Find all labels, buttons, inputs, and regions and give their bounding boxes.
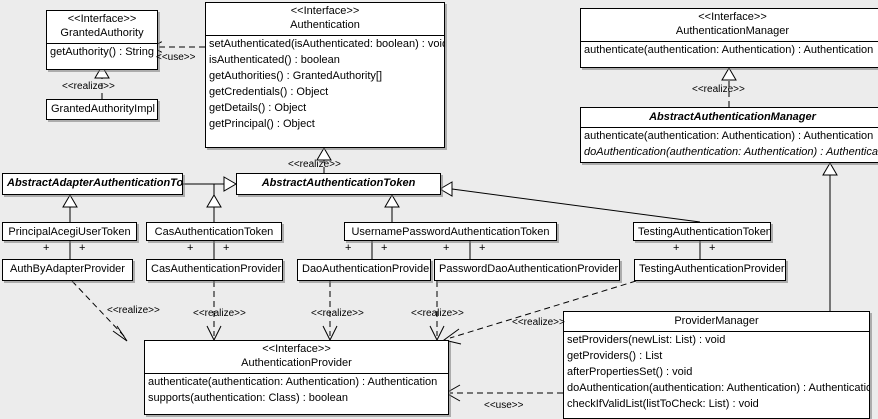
edge-label-realize-password-dao-provider: <<realize>>: [411, 308, 464, 319]
operation: authenticate(authentication: Authenticat…: [148, 376, 438, 388]
edge-label-realize-granted-authority-impl: <<realize>>: [62, 81, 115, 92]
edge-label-realize-dao-provider: <<realize>>: [311, 308, 364, 319]
edge-label-realize-auth-by-adapter: <<realize>>: [107, 305, 160, 316]
operation: getAuthorities() : GrantedAuthority[]: [209, 70, 383, 82]
stereotype-label: <<Interface>>: [698, 11, 767, 23]
edge-label-use-granted-authority: <<use>>: [156, 52, 196, 63]
assoc-marker: +: [443, 242, 450, 254]
class-principal-acegi-user-token[interactable]: PrincipalAcegiUserToken: [2, 222, 137, 241]
class-name: GrantedAuthority: [60, 27, 144, 39]
class-header: <<Interface>> AuthenticationManager: [581, 9, 878, 41]
assoc-marker: +: [479, 242, 486, 254]
class-name: UsernamePasswordAuthenticationToken: [351, 226, 550, 238]
stereotype-label: <<Interface>>: [262, 343, 331, 355]
operation: isAuthenticated() : boolean: [209, 54, 340, 66]
class-name: TestingAuthenticationToken: [638, 226, 771, 238]
assoc-marker: +: [79, 242, 86, 254]
operations-compartment: getAuthority() : String: [47, 44, 157, 60]
compartment-divider: [581, 41, 878, 42]
compartment-divider: [47, 43, 157, 44]
class-header: ProviderManager: [564, 312, 869, 331]
class-header: AbstractAuthenticationManager: [581, 108, 878, 127]
class-name: ProviderManager: [674, 315, 759, 327]
class-authentication-manager[interactable]: <<Interface>> AuthenticationManager auth…: [580, 8, 878, 68]
class-name: CasAuthenticationToken: [154, 226, 274, 238]
class-name: AbstractAdapterAuthenticationToken: [7, 177, 183, 189]
class-header: <<Interface>> AuthenticationProvider: [145, 341, 448, 373]
operation: getProviders() : List: [567, 350, 663, 362]
class-name: AbstractAuthenticationManager: [649, 111, 816, 123]
class-abstract-authentication-token[interactable]: AbstractAuthenticationToken: [236, 173, 441, 195]
class-provider-manager[interactable]: ProviderManager setProviders(newList: Li…: [563, 311, 870, 419]
stereotype-label: <<Interface>>: [290, 5, 360, 17]
operation: authenticate(authentication: Authenticat…: [584, 44, 874, 56]
operation: supports(authentication: Class) : boolea…: [148, 392, 348, 404]
operation: doAuthentication(authentication: Authent…: [567, 382, 870, 394]
operation-abstract: doAuthentication(authentication: Authent…: [584, 146, 878, 158]
class-name: DaoAuthenticationProvider: [302, 263, 431, 275]
operation: getCredentials() : Object: [209, 86, 329, 98]
class-username-password-authentication-token[interactable]: UsernamePasswordAuthenticationToken: [344, 222, 557, 241]
class-cas-authentication-token[interactable]: CasAuthenticationToken: [146, 222, 282, 241]
compartment-divider: [145, 373, 448, 374]
operation: getDetails() : Object: [209, 102, 307, 114]
assoc-marker: +: [223, 242, 230, 254]
operations-compartment: authenticate(authentication: Authenticat…: [581, 42, 878, 58]
class-testing-authentication-provider[interactable]: TestingAuthenticationProvider: [634, 259, 786, 281]
class-name: PasswordDaoAuthenticationProvider: [439, 263, 619, 275]
class-name: AuthByAdapterProvider: [10, 263, 125, 275]
assoc-marker: +: [187, 242, 194, 254]
class-name: AuthenticationProvider: [241, 357, 352, 369]
edge-label-realize-cas-provider: <<realize>>: [193, 308, 246, 319]
class-name: TestingAuthenticationProvider: [639, 263, 785, 275]
operations-compartment: setProviders(newList: List) : void getPr…: [564, 332, 869, 412]
class-header: <<Interface>> GrantedAuthority: [47, 11, 157, 43]
class-abstract-authentication-manager[interactable]: AbstractAuthenticationManager authentica…: [580, 107, 878, 163]
compartment-divider: [206, 35, 444, 36]
class-name: CasAuthenticationProvider: [151, 263, 282, 275]
edge-label-realize-testing-provider: <<realize>>: [512, 317, 565, 328]
operations-compartment: authenticate(authentication: Authenticat…: [581, 128, 878, 160]
class-name: AbstractAuthenticationToken: [261, 177, 416, 189]
class-dao-authentication-provider[interactable]: DaoAuthenticationProvider: [297, 259, 431, 281]
operation: getPrincipal() : Object: [209, 118, 315, 130]
operation: getAuthority() : String: [50, 46, 154, 58]
class-abstract-adapter-authentication-token[interactable]: AbstractAdapterAuthenticationToken: [2, 173, 183, 195]
class-granted-authority[interactable]: <<Interface>> GrantedAuthority getAuthor…: [46, 10, 158, 70]
operation: afterPropertiesSet() : void: [567, 366, 693, 378]
class-authentication-provider[interactable]: <<Interface>> AuthenticationProvider aut…: [144, 340, 449, 415]
operation: checkIfValidList(listToCheck: List) : vo…: [567, 398, 759, 410]
assoc-marker: +: [381, 242, 388, 254]
assoc-marker: +: [43, 242, 50, 254]
edge-label-realize-abstract-authentication-manager: <<realize>>: [692, 84, 745, 95]
class-password-dao-authentication-provider[interactable]: PasswordDaoAuthenticationProvider: [434, 259, 620, 281]
operation: setProviders(newList: List) : void: [567, 334, 726, 346]
class-authentication[interactable]: <<Interface>> Authentication setAuthenti…: [205, 2, 445, 148]
operation: setAuthenticated(isAuthenticated: boolea…: [209, 38, 445, 50]
class-auth-by-adapter-provider[interactable]: AuthByAdapterProvider: [2, 259, 133, 281]
class-cas-authentication-provider[interactable]: CasAuthenticationProvider: [146, 259, 283, 281]
operations-compartment: authenticate(authentication: Authenticat…: [145, 374, 448, 406]
class-granted-authority-impl[interactable]: GrantedAuthorityImpl: [46, 99, 158, 120]
class-name: Authentication: [290, 19, 360, 31]
class-testing-authentication-token[interactable]: TestingAuthenticationToken: [633, 222, 771, 241]
operations-compartment: setAuthenticated(isAuthenticated: boolea…: [206, 36, 444, 132]
assoc-marker: +: [709, 242, 716, 254]
edge-label-realize-abstract-authentication-token: <<realize>>: [288, 159, 341, 170]
assoc-marker: +: [673, 242, 680, 254]
class-header: <<Interface>> Authentication: [206, 3, 444, 35]
assoc-marker: +: [345, 242, 352, 254]
edge-label-use-provider-manager: <<use>>: [484, 400, 524, 411]
class-name: AuthenticationManager: [675, 25, 790, 37]
stereotype-label: <<Interface>>: [67, 13, 137, 25]
compartment-divider: [581, 127, 878, 128]
operation: authenticate(authentication: Authenticat…: [584, 130, 874, 142]
class-name: GrantedAuthorityImpl: [51, 103, 155, 115]
compartment-divider: [564, 331, 869, 332]
class-name: PrincipalAcegiUserToken: [8, 226, 131, 238]
